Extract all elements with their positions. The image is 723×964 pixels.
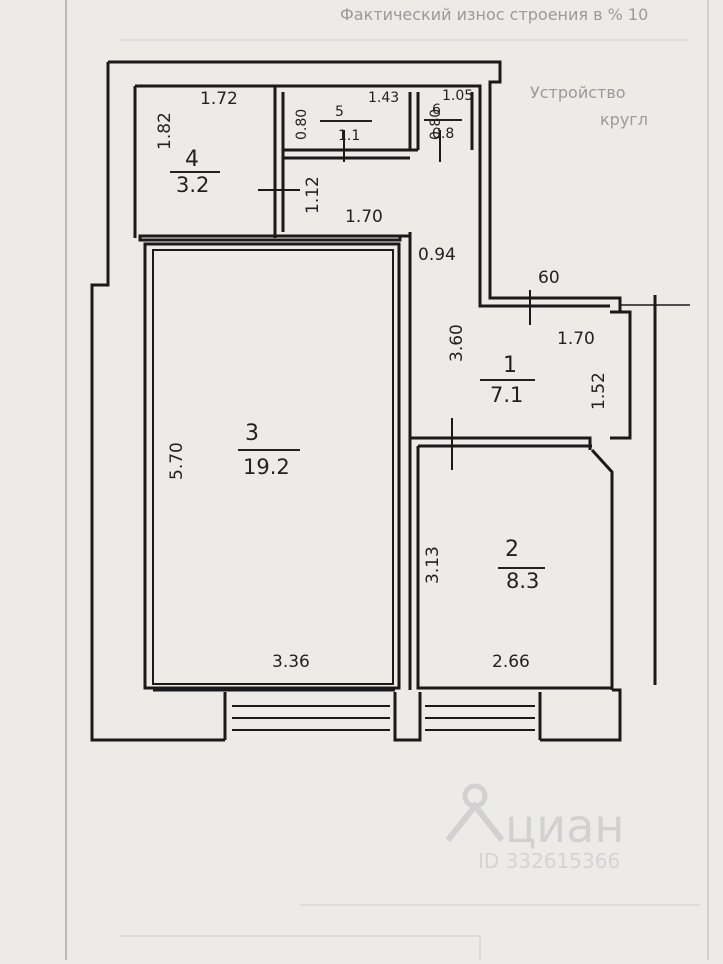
dim-3-60: 3.60: [447, 324, 467, 362]
side-text-1: Устройство: [530, 83, 626, 102]
room-6-number: 6: [432, 102, 441, 118]
outer-walls: [90, 60, 632, 742]
watermark-brand: циан: [505, 799, 624, 853]
dim-0-80: 0.80: [294, 109, 310, 140]
room-2-walls: [416, 446, 612, 690]
dim-1-05: 1.05: [442, 88, 473, 104]
dim-5-70: 5.70: [167, 442, 187, 480]
room-2-area: 8.3: [506, 569, 539, 593]
bottom-wall: [153, 688, 542, 742]
room-4-area: 3.2: [176, 173, 209, 197]
dim-0-80b: 0.80: [428, 109, 444, 140]
dim-1-82: 1.82: [155, 112, 175, 150]
dim-1-52: 1.52: [589, 372, 609, 410]
room-2-number: 2: [505, 537, 519, 562]
dim-1-72: 1.72: [200, 89, 238, 109]
dim-1-70a: 1.70: [345, 207, 383, 227]
room-5-number: 5: [335, 104, 344, 120]
side-text-2: кругл: [600, 110, 648, 129]
door-marks: [258, 130, 531, 470]
corridor-walls: [400, 232, 592, 690]
dim-1-43: 1.43: [368, 90, 399, 106]
watermark-id: ID 332615366: [478, 849, 620, 873]
dim-1-12: 1.12: [303, 176, 323, 214]
room-3-area: 19.2: [243, 455, 290, 479]
bottom-ghost-lines: [120, 904, 700, 960]
dim-1-70b: 1.70: [557, 329, 595, 349]
windows: [232, 705, 535, 731]
dim-3-36: 3.36: [272, 652, 310, 672]
room-1-number: 1: [503, 353, 517, 378]
dim-2-66: 2.66: [492, 652, 530, 672]
cian-watermark: циан ID 332615366: [445, 783, 624, 873]
room-6-area: 0.8: [432, 126, 454, 142]
room-3-outline: [143, 242, 401, 690]
room-3-number: 3: [245, 421, 259, 446]
dim-60: 60: [538, 268, 560, 288]
cian-logo-icon: [445, 783, 505, 842]
dim-3-13: 3.13: [423, 546, 443, 584]
dim-0-94: 0.94: [418, 245, 456, 265]
room-3-inner: [152, 249, 394, 685]
room-5-area: 1.1: [338, 128, 360, 144]
room-4-number: 4: [185, 147, 199, 172]
header-text: Фактический износ строения в % 10: [340, 5, 648, 24]
room-1-area: 7.1: [490, 383, 523, 407]
